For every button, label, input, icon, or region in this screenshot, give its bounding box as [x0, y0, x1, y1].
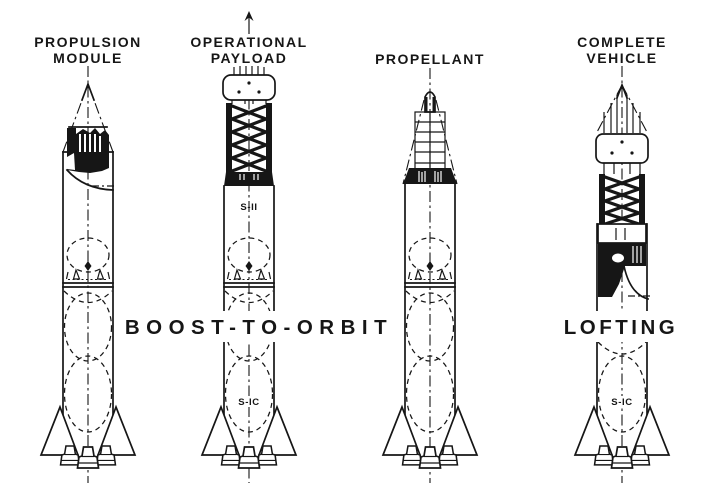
propulsion-module-highlight — [598, 243, 651, 301]
label-backing — [126, 311, 396, 342]
column-title-line1: PROPULSION — [34, 34, 142, 50]
stage-label-backing — [610, 396, 634, 407]
column-title-line1: PROPELLANT — [375, 51, 485, 67]
stage-label-backing — [237, 396, 261, 407]
propellant-grid — [414, 111, 446, 174]
rocket-operational-payload: OPERATIONAL PAYLOAD — [190, 11, 307, 483]
payload-capsule — [222, 66, 276, 104]
label-backing — [560, 311, 686, 342]
body-shell — [404, 183, 456, 449]
truss-adapter — [224, 103, 274, 186]
payload-capsule — [595, 133, 649, 174]
rocket-propulsion-module: PROPULSION MODULE — [34, 34, 142, 483]
rocket-propellant: PROPELLANT — [375, 51, 485, 483]
up-arrow-icon — [244, 11, 254, 34]
column-title-line2: PAYLOAD — [211, 50, 288, 66]
stage-label-s2: S-II — [240, 202, 257, 213]
column-title-line2: VEHICLE — [586, 50, 657, 66]
cone-base-band — [403, 168, 457, 184]
truss-adapter — [597, 174, 647, 244]
phase-label-text: BOOST-TO-ORBIT — [125, 316, 393, 339]
column-title-line2: MODULE — [53, 50, 123, 66]
nose-tower — [402, 91, 458, 185]
propulsion-module-highlight — [65, 128, 117, 191]
nose-shroud — [595, 82, 649, 135]
column-title-line1: OPERATIONAL — [190, 34, 307, 50]
phase-label-text: LOFTING — [564, 316, 678, 339]
interstage-engines — [404, 237, 456, 288]
body-shell — [62, 151, 114, 449]
column-title-line1: COMPLETE — [577, 34, 667, 50]
stage-label-s1c: S-IC — [611, 397, 632, 408]
rocket-complete-vehicle: COMPLETE VEHICLE — [575, 34, 669, 483]
phase-label-lofting: LOFTING — [560, 311, 686, 342]
tank-outlines — [597, 341, 647, 433]
phase-label-boost-to-orbit: BOOST-TO-ORBIT — [125, 311, 396, 342]
stage-label-s1c: S-IC — [238, 397, 259, 408]
